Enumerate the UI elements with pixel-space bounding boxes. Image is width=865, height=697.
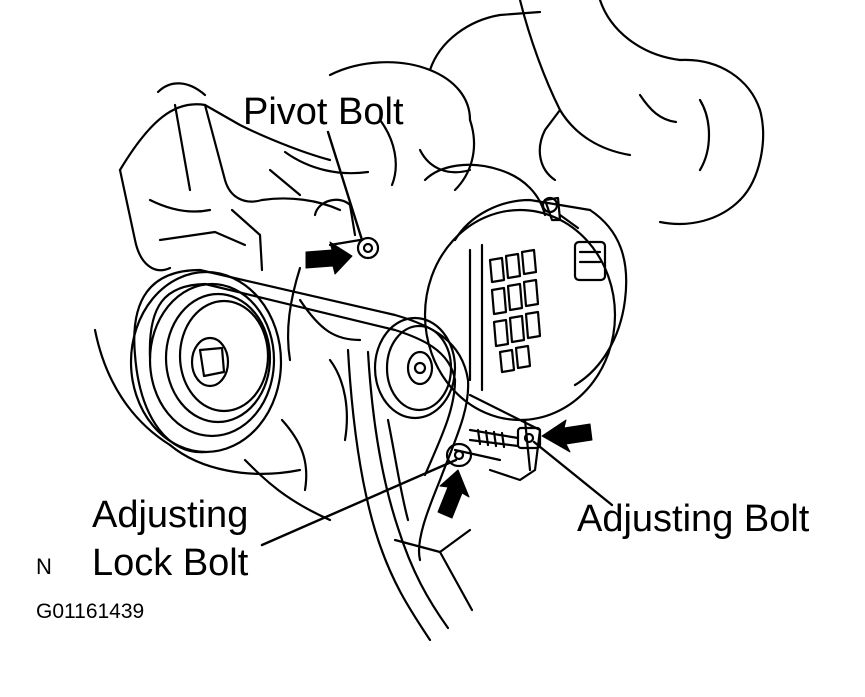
pivot-leader-line (326, 130, 364, 242)
lower-hoses (346, 348, 474, 642)
pointer-arrows (305, 241, 593, 519)
leader-lines (260, 130, 614, 547)
adjusting-lock-bolt-label: Adjusting Lock Bolt (92, 491, 248, 587)
adjusting-bolt-graphic (468, 426, 542, 450)
crankshaft-pulley (129, 270, 283, 454)
engine-block-outline (93, 0, 765, 522)
figure-code: G01161439 (36, 600, 145, 623)
pivot-bolt-label: Pivot Bolt (243, 91, 404, 133)
pointer-arrow-icon (437, 469, 470, 519)
pivot-bolt-graphic (313, 198, 380, 260)
lock-leader-line (260, 458, 458, 547)
alternator (423, 196, 628, 482)
orientation-letter: N (36, 554, 52, 579)
pointer-arrow-icon (305, 241, 353, 275)
adjusting-lock-bolt-label-line1: Adjusting (92, 494, 249, 536)
adjusting-leader-line (532, 440, 614, 507)
adjusting-lock-bolt-graphic (445, 442, 473, 468)
pointer-arrow-icon (541, 419, 593, 453)
idler-pulley (373, 316, 457, 420)
adjusting-lock-bolt-label-line2: Lock Bolt (92, 542, 249, 584)
adjusting-bolt-label: Adjusting Bolt (577, 498, 810, 540)
